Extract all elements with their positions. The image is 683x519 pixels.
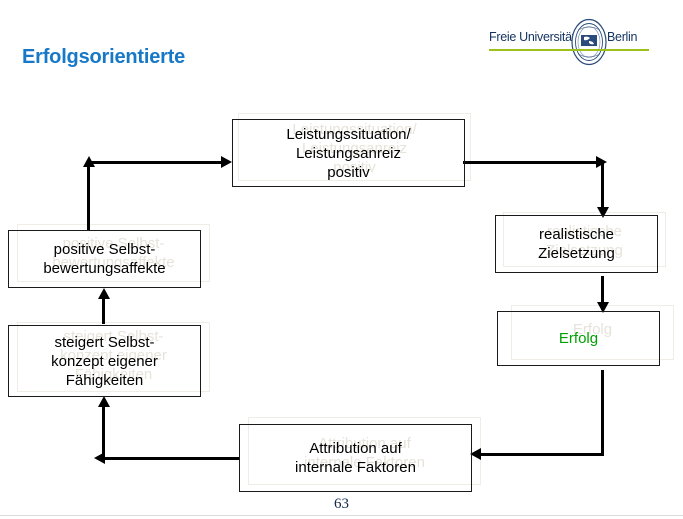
edge-top-horizontal xyxy=(87,161,223,164)
node-erfolg[interactable]: Erfolg xyxy=(497,311,660,366)
edge-into-leistungssituation-arrowhead xyxy=(221,156,232,168)
ghost-box-selbstbewertung xyxy=(17,224,210,282)
edge-selbstkonzept-to-selbstbewertung xyxy=(102,296,105,324)
edge-into-zielsetzung-arrowhead xyxy=(597,207,609,218)
edge-into-selbstkonzept-arrowhead xyxy=(98,396,110,407)
node-selbstbewertung[interactable]: positive Selbst- bewertungsaffekte xyxy=(8,230,201,288)
node-label-selbstbewertung: positive Selbst- bewertungsaffekte xyxy=(43,241,166,277)
edge-into-erfolg-arrowhead xyxy=(597,302,609,313)
fu-berlin-logo: Freie Universität Berlin xyxy=(489,18,649,66)
ghost-box-leistungssituation xyxy=(238,113,471,181)
node-label-attribution: Attribution auf internale Faktoren xyxy=(295,440,416,476)
fu-berlin-seal-icon xyxy=(565,18,613,66)
edge-zielsetzung-to-erfolg xyxy=(601,276,604,310)
edge-into-attribution-arrowhead xyxy=(470,448,481,460)
node-selbstkonzept[interactable]: steigert Selbst- konzept eigener Fähigke… xyxy=(8,325,201,397)
logo-underline xyxy=(489,49,649,51)
page-number: 63 xyxy=(334,496,349,512)
logo-text-berlin: Berlin xyxy=(607,30,638,44)
node-zielsetzung[interactable]: realistische Zielsetzung xyxy=(495,215,658,273)
node-label-selbstkonzept: steigert Selbst- konzept eigener Fähigke… xyxy=(51,333,158,389)
node-attribution[interactable]: Attribution auf internale Faktoren xyxy=(239,424,472,492)
node-leistungssituation[interactable]: Leistungssituation/ Leistungsanreiz posi… xyxy=(232,119,465,187)
edge-erfolg-down-vertical xyxy=(601,370,604,456)
edge-into-selbstbewertung-arrowhead xyxy=(98,288,110,299)
edge-leistungssituation-to-right xyxy=(463,161,603,164)
edge-selbstbewertung-to-top-vertical xyxy=(87,163,90,231)
ghost-box-erfolg xyxy=(511,305,674,360)
footer-divider xyxy=(0,515,683,516)
edge-bottom-left-horizontal xyxy=(104,457,239,460)
page-title: Erfolgsorientierte xyxy=(22,46,186,68)
ghost-box-selbstkonzept xyxy=(17,322,210,392)
edge-bottom-left-corner-arrowhead xyxy=(94,452,105,464)
node-label-leistungssituation: Leistungssituation/ Leistungsanreiz posi… xyxy=(286,125,411,181)
node-label-zielsetzung: realistische Zielsetzung xyxy=(538,226,615,262)
edge-right-down-vertical xyxy=(601,161,604,213)
node-label-erfolg: Erfolg xyxy=(558,330,599,347)
edge-left-up-vertical xyxy=(102,404,105,459)
ghost-box-zielsetzung xyxy=(503,212,666,267)
edge-bottom-right-horizontal xyxy=(480,453,604,456)
logo-text-freie-universitaet: Freie Universität xyxy=(489,30,575,44)
